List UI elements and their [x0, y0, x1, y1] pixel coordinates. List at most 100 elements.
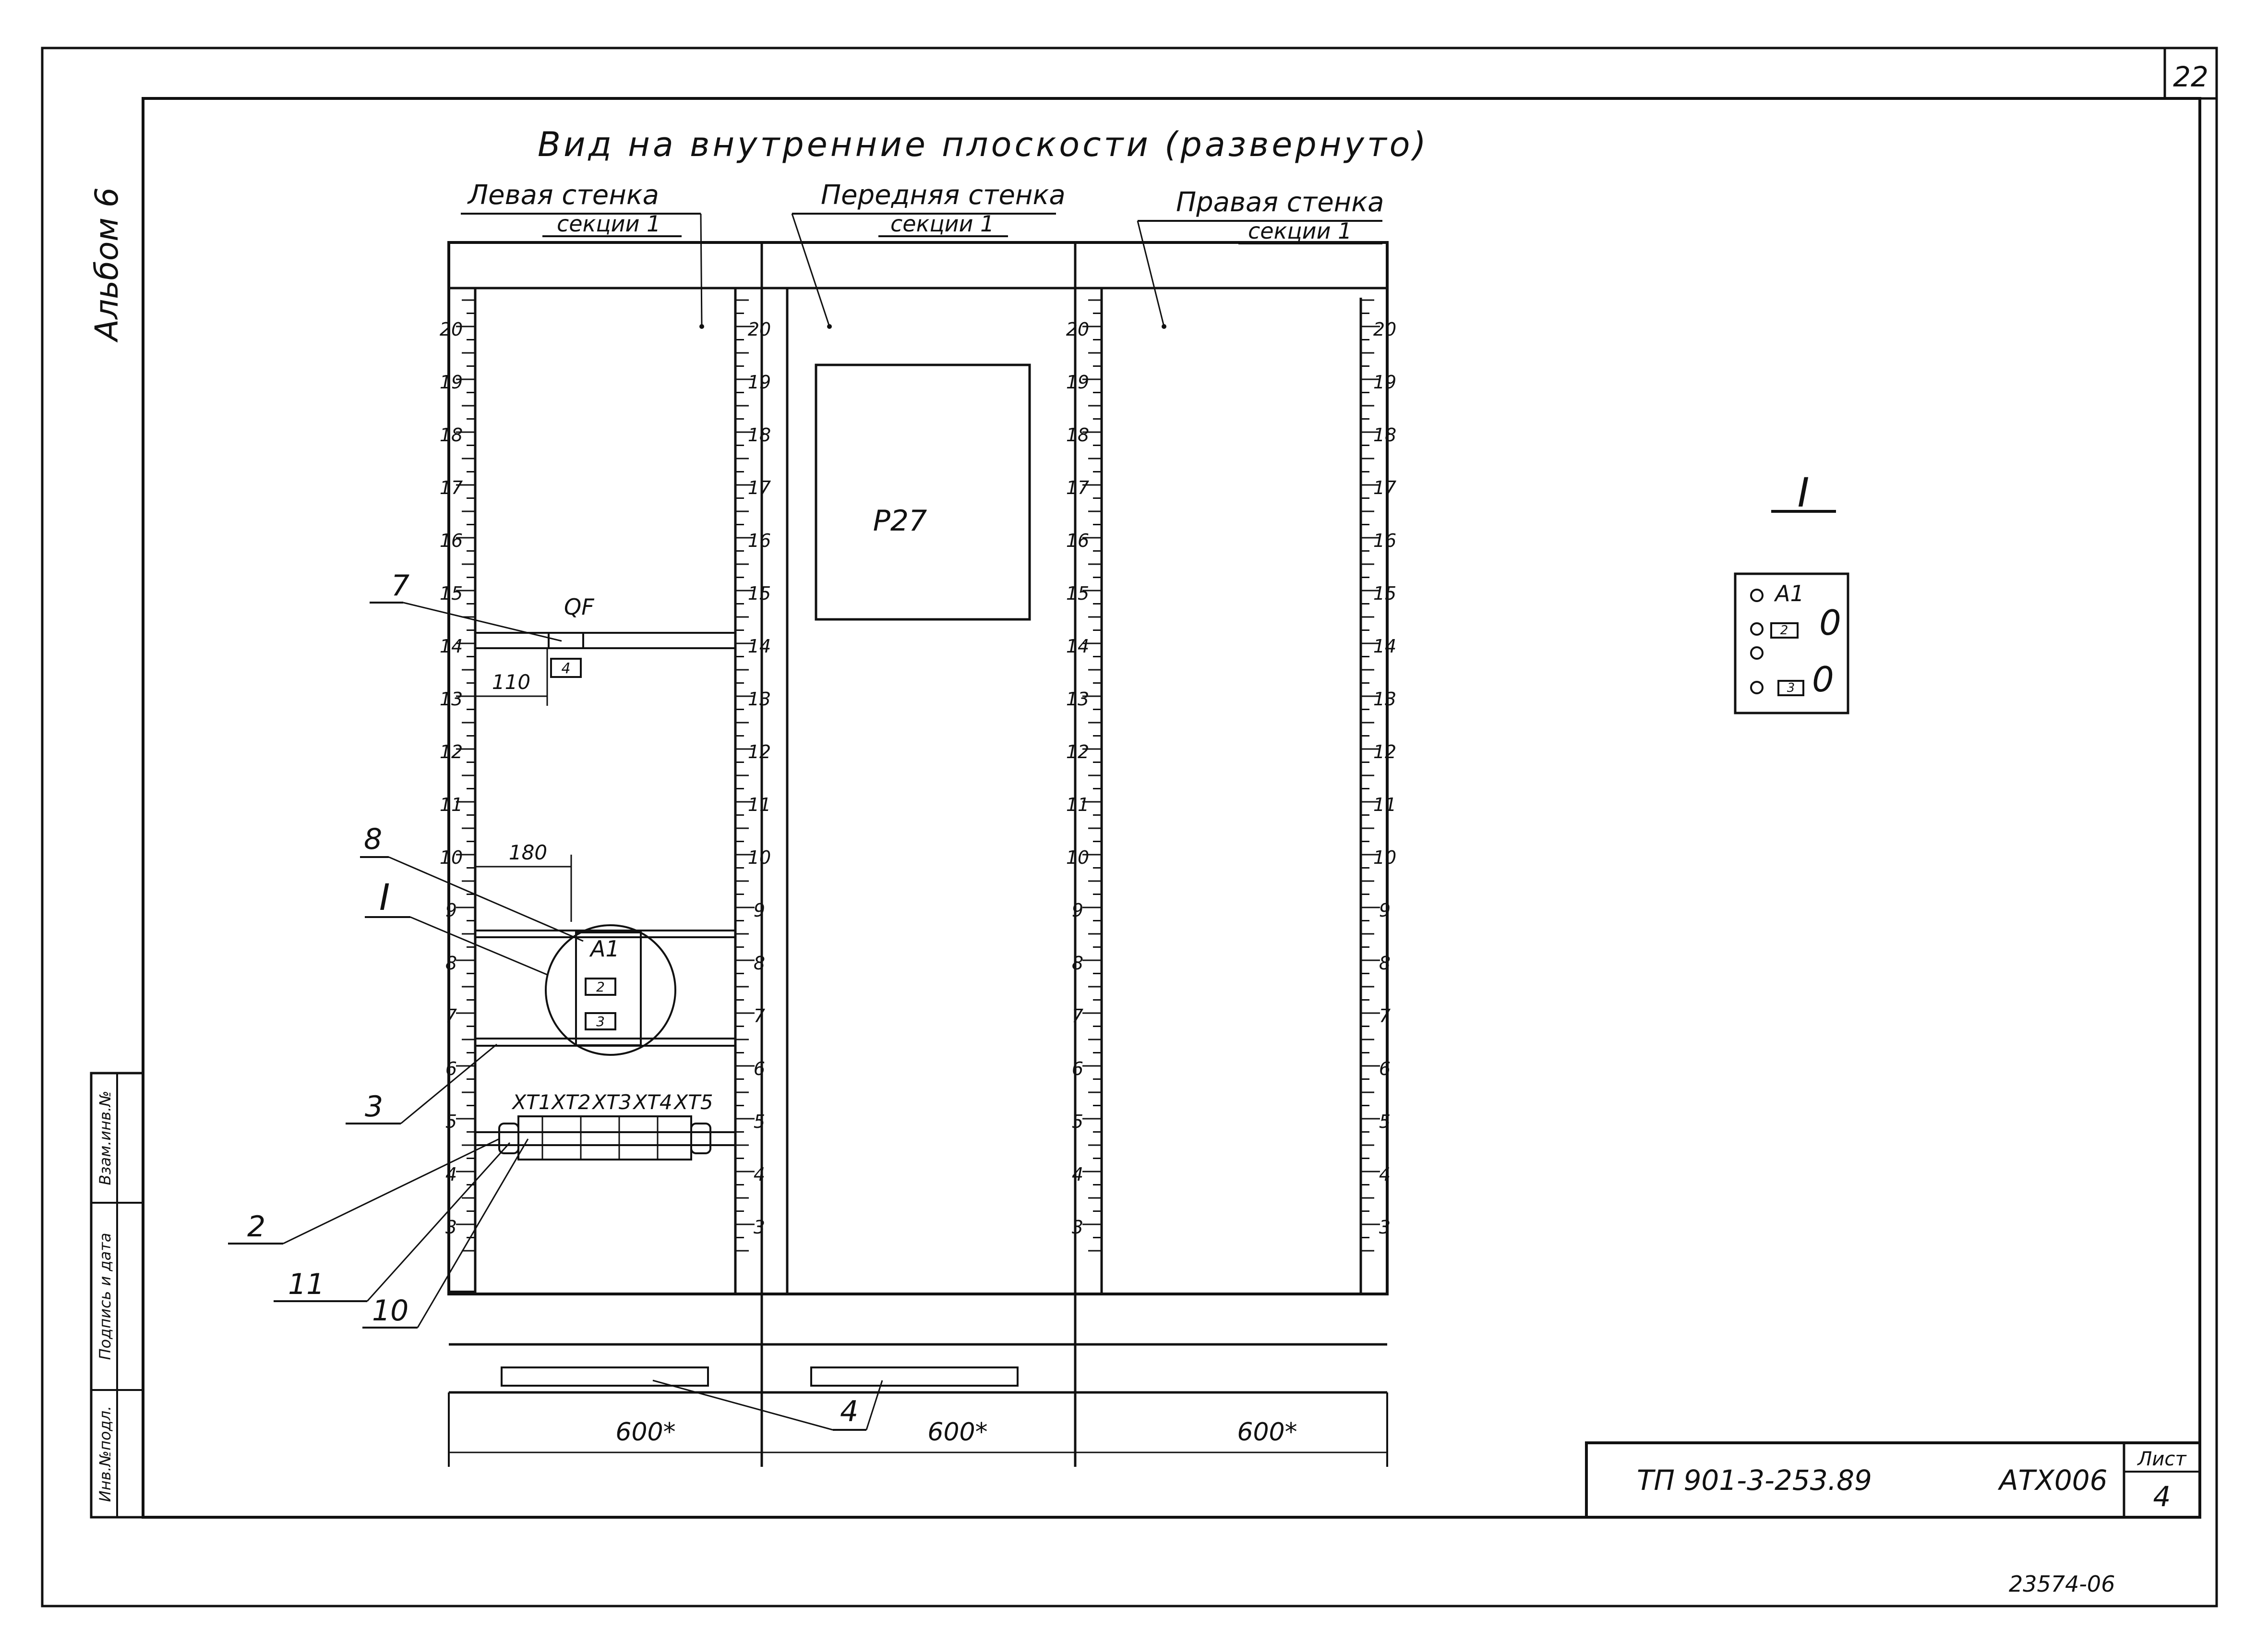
ruler-number: 8: [1379, 953, 1391, 974]
terminal-xt1: ХТ1: [511, 1090, 551, 1114]
stamp-replaced-inv: Взам.инв.№: [96, 1091, 114, 1185]
ruler-number: 19: [440, 372, 463, 393]
detail-I-circle: [545, 924, 676, 1056]
panel-right-name: Правая стенка: [1176, 187, 1384, 218]
panel-front-name: Передняя стенка: [821, 180, 1066, 211]
title-block: [1585, 1441, 2201, 1519]
ruler-number: 7: [445, 1005, 457, 1027]
detail-I-title: I: [1798, 469, 1810, 516]
ruler-number: 17: [440, 477, 463, 498]
ruler-number: 4: [1072, 1164, 1083, 1185]
ruler-number: 4: [445, 1164, 457, 1185]
width-label-front: 600*: [927, 1418, 987, 1447]
terminal-xt2: ХТ2: [551, 1090, 590, 1114]
ruler-number: 16: [1373, 530, 1396, 551]
stamp-signature-date: Подпись и дата: [96, 1233, 114, 1360]
ruler-number: 8: [445, 953, 457, 974]
panel-right-sub: секции 1: [1248, 218, 1352, 244]
ruler-number: 11: [748, 794, 771, 815]
ruler-number: 3: [1072, 1217, 1083, 1238]
device-box-label: Р27: [873, 504, 927, 538]
callout-I: I: [379, 876, 390, 919]
ruler-number: 4: [1379, 1164, 1391, 1185]
ruler-number: 13: [1373, 689, 1396, 710]
terminal-block: [475, 1115, 735, 1160]
ruler-number: 17: [1066, 477, 1089, 498]
ruler-number: 9: [754, 900, 765, 921]
ruler-number: 14: [748, 636, 771, 657]
terminal-xt5: ХТ5: [673, 1090, 713, 1114]
panel-left-name: Левая стенка: [467, 180, 659, 211]
panel-front-sub: секции 1: [890, 211, 994, 237]
ruler-number: 13: [440, 689, 463, 710]
ruler-number: 4: [754, 1164, 765, 1185]
ruler-number: 3: [754, 1217, 765, 1238]
ruler-number: 6: [445, 1058, 457, 1079]
ruler-number: 7: [1072, 1005, 1083, 1027]
ruler-number: 20: [1066, 319, 1089, 340]
detail-I-label: А1: [1774, 580, 1804, 606]
ruler-number: 12: [1373, 741, 1396, 762]
ruler-number: 6: [754, 1058, 765, 1079]
ruler-number: 20: [440, 319, 463, 340]
terminal-xt4: ХТ4: [632, 1090, 672, 1114]
ruler-number: 16: [440, 530, 463, 551]
ruler-number: 15: [1066, 583, 1089, 604]
ruler-number: 19: [748, 372, 771, 393]
callout-10: 10: [372, 1294, 408, 1328]
width-label-left: 600*: [615, 1418, 675, 1447]
ruler-number: 10: [748, 847, 771, 868]
cabinet-structure: [447, 241, 1389, 1467]
ruler-number: 12: [440, 741, 463, 762]
dimension-110-label: 110: [492, 670, 530, 694]
ruler-number: 9: [445, 900, 457, 921]
sheet-label: Лист: [2136, 1448, 2187, 1470]
ruler-number: 11: [440, 794, 463, 815]
ruler-number: 14: [1066, 636, 1089, 657]
ruler-number: 5: [1072, 1111, 1083, 1132]
stamp-inv-no: Инв.№подл.: [96, 1406, 114, 1502]
panel-left-sub: секции 1: [557, 211, 660, 237]
ruler-number: 7: [1379, 1005, 1391, 1027]
callout-4: 4: [840, 1395, 858, 1428]
view-title: Вид на внутренние плоскости (развернуто): [538, 125, 1429, 164]
qf-label: QF: [564, 594, 594, 620]
din-rails: [475, 632, 735, 1047]
detail-I-item-3: 3: [1787, 681, 1795, 695]
device-box-p27: [815, 363, 1031, 621]
album-label: Альбом 6: [88, 187, 125, 343]
ruler-number: 9: [1072, 900, 1083, 921]
ruler-number: 8: [754, 953, 765, 974]
qf-item-number: 4: [561, 660, 570, 677]
callout-2: 2: [247, 1210, 265, 1244]
ruler-number: 16: [748, 530, 771, 551]
a1-item-2: 2: [596, 979, 605, 995]
dimension-180: [475, 855, 572, 922]
ruler-number: 12: [1066, 741, 1089, 762]
ruler-number: 19: [1066, 372, 1089, 393]
ruler-number: 7: [754, 1005, 765, 1027]
a1-module: [575, 931, 642, 1046]
ruler-number: 9: [1379, 900, 1391, 921]
ruler-number: 15: [440, 583, 463, 604]
document-mark: АТХ006: [1997, 1464, 2108, 1497]
ruler-number: 17: [1373, 477, 1396, 498]
document-code: ТП 901-3-253.89: [1637, 1464, 1872, 1497]
ruler-number: 10: [1373, 847, 1396, 868]
detail-I-zero-1: 0: [1819, 603, 1841, 643]
ruler-number: 14: [440, 636, 463, 657]
width-label-right: 600*: [1237, 1418, 1297, 1447]
ruler-number: 6: [1379, 1058, 1391, 1079]
ruler-number: 10: [1066, 847, 1089, 868]
ruler-number: 20: [748, 319, 771, 340]
ruler-number: 15: [748, 583, 771, 604]
terminal-xt3: ХТ3: [591, 1090, 631, 1114]
ruler-number: 18: [440, 424, 463, 446]
ruler-number: 12: [748, 741, 771, 762]
ruler-number: 20: [1373, 319, 1396, 340]
